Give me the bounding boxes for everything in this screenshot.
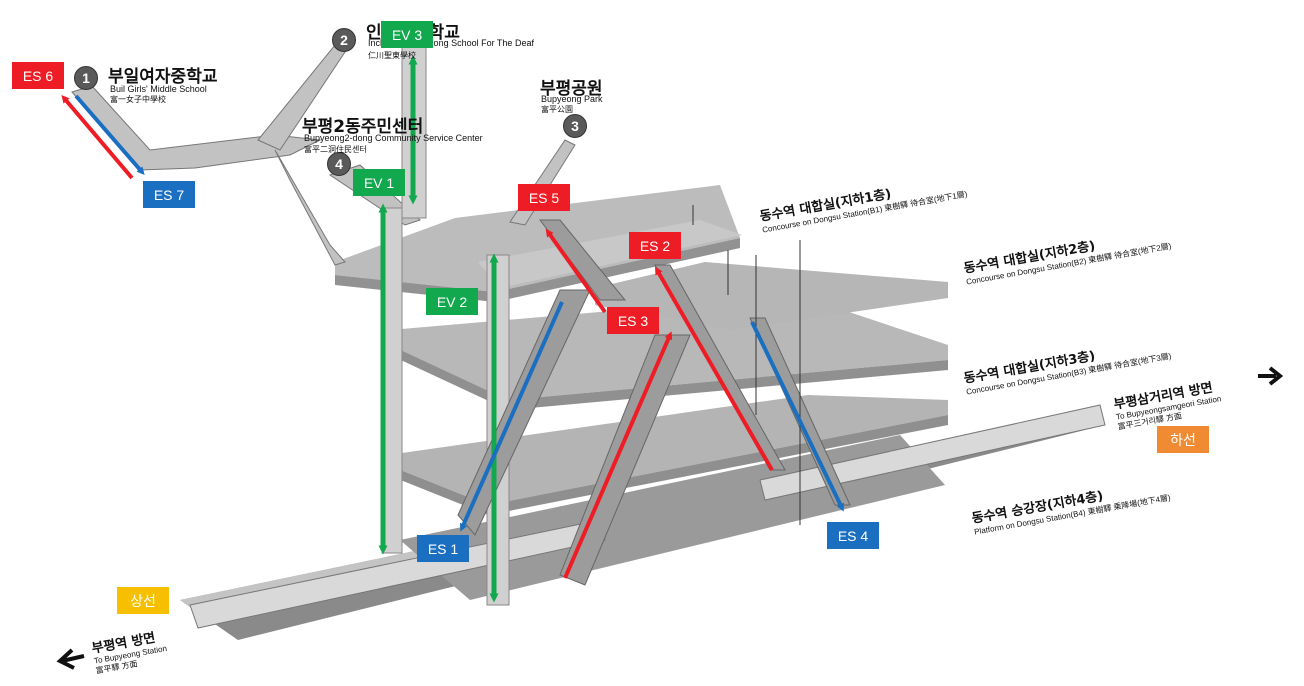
es7-path [74, 94, 145, 176]
ev3-tag: EV 3 [381, 21, 433, 48]
exit-4-chinese: 富平二洞住民센터 [304, 145, 367, 154]
exit-3-name: 부평공원 [540, 79, 603, 99]
direction-arrows [56, 366, 1284, 670]
es5-tag: ES 5 [518, 184, 570, 211]
exit-3-chinese: 富平公園 [541, 105, 573, 114]
up-track-tag: 상선 [117, 587, 169, 614]
es1-path [459, 301, 564, 532]
exit-4-badge: 4 [327, 152, 351, 176]
exit-1-name: 부일여자중학교 [108, 67, 218, 87]
leader-lines [692, 205, 801, 525]
exit-3-english: Bupyeong Park [541, 94, 603, 104]
exit-4-name: 부평2동주민센터 [302, 117, 424, 137]
es2-tag: ES 2 [629, 232, 681, 259]
es6-tag: ES 6 [12, 62, 64, 89]
elevator-arrows [378, 55, 499, 603]
down-track-tag: 하선 [1157, 426, 1209, 453]
es5-path [545, 228, 607, 314]
exit-4-english: Bupyeong2-dong Community Service Center [304, 133, 483, 143]
ev2-tag: EV 2 [426, 288, 478, 315]
es3-tag: ES 3 [607, 307, 659, 334]
exit-2-badge: 2 [332, 28, 356, 52]
es3-path [563, 331, 673, 579]
exit-1-chinese: 富一女子中學校 [110, 95, 166, 104]
es6-path [61, 94, 134, 180]
exit-3-badge: 3 [563, 114, 587, 138]
exit-1-badge: 1 [74, 66, 98, 90]
escalator-arrows [61, 94, 844, 579]
es4-tag: ES 4 [827, 522, 879, 549]
ev1-tag: EV 1 [353, 169, 405, 196]
es7-tag: ES 7 [143, 181, 195, 208]
exit-2-english: Incheon Seongdong School For The Deaf [368, 38, 534, 48]
exit-2-chinese: 仁川聖東學校 [368, 51, 416, 60]
es2-path [655, 266, 774, 471]
es4-path [750, 321, 844, 512]
exit-1-english: Buil Girls' Middle School [110, 84, 207, 94]
es1-tag: ES 1 [417, 535, 469, 562]
